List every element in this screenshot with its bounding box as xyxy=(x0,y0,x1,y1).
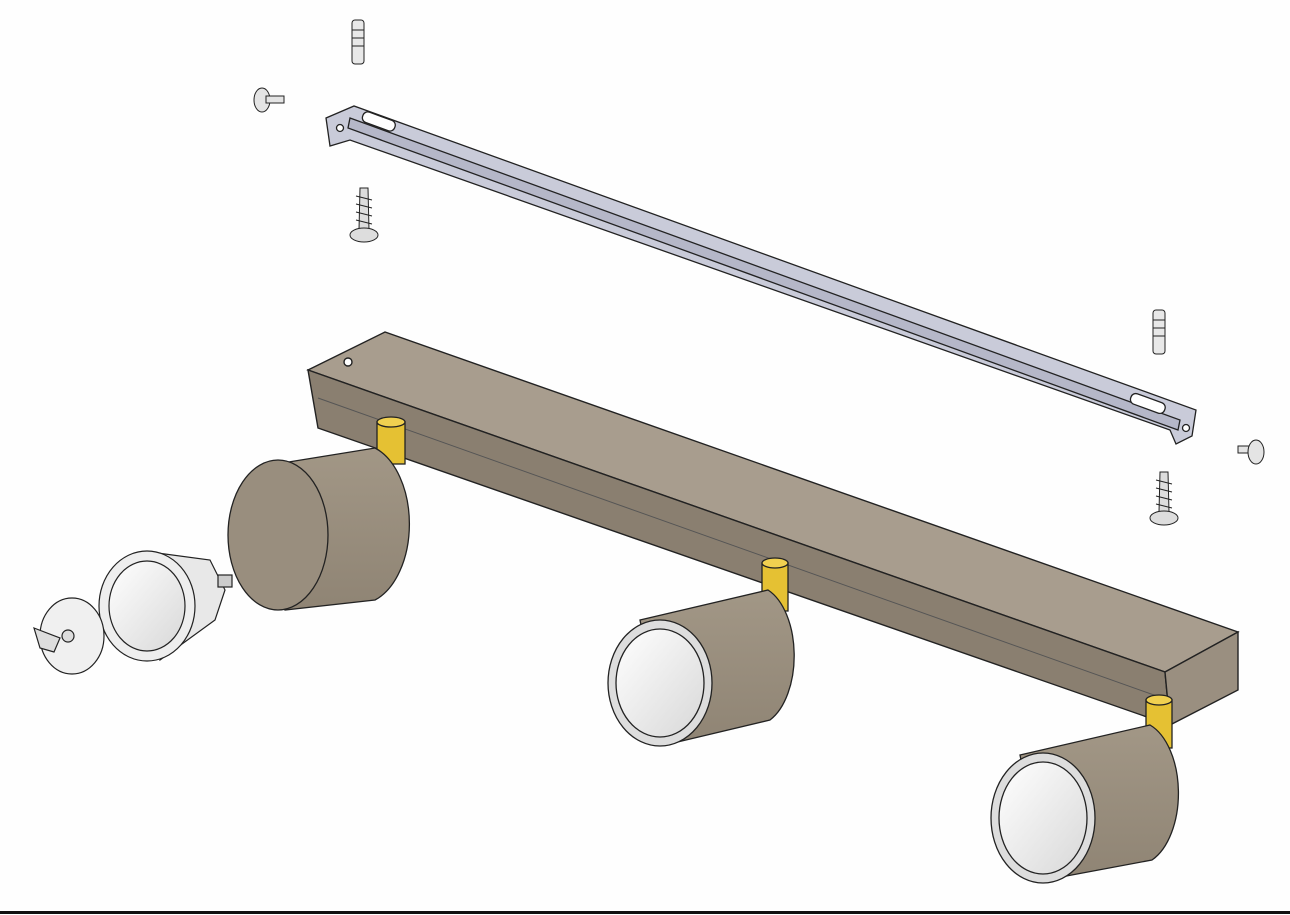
gu10-bulb xyxy=(98,550,233,662)
spotlight xyxy=(227,416,410,611)
screw xyxy=(1149,471,1179,526)
wall-plug xyxy=(1152,309,1166,355)
washer-screw xyxy=(1237,439,1265,465)
bulb-holder xyxy=(33,597,105,675)
washer-screw xyxy=(253,87,285,113)
fixture-body xyxy=(306,331,1240,727)
bottom-border xyxy=(0,911,1290,914)
spotlight xyxy=(990,694,1180,884)
wall-plug xyxy=(351,19,365,65)
mounting-bracket xyxy=(325,105,1197,445)
spotlight xyxy=(607,557,795,747)
screw xyxy=(349,187,379,243)
